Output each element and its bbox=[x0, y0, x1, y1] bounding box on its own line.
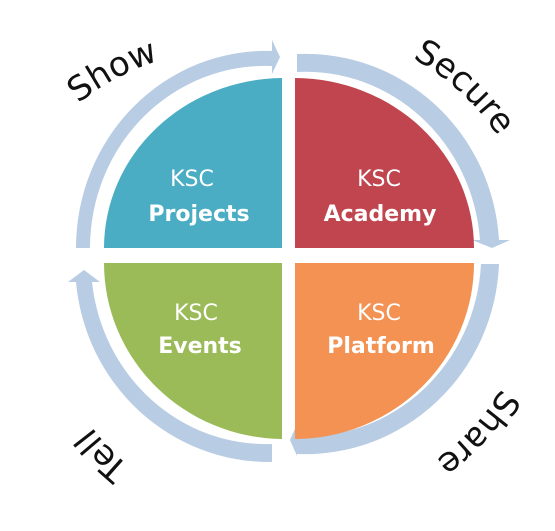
quadrants bbox=[103, 78, 474, 439]
arrow-secure-to-share bbox=[297, 53, 510, 249]
academy-label-line2: Academy bbox=[324, 202, 437, 227]
cycle-arrows bbox=[68, 40, 510, 463]
quadrant-projects bbox=[103, 78, 282, 248]
label-secure-text: Secure bbox=[408, 31, 523, 141]
quadrant-platform bbox=[295, 263, 474, 439]
events-label-line2: Events bbox=[158, 334, 242, 359]
projects-label-line1: KSC bbox=[170, 167, 214, 192]
label-tell: Tell bbox=[67, 421, 136, 490]
label-share: Share bbox=[430, 383, 528, 484]
label-share-text: Share bbox=[430, 383, 528, 484]
quadrant-events bbox=[104, 263, 282, 439]
label-tell-text: Tell bbox=[67, 421, 136, 490]
academy-label-line1: KSC bbox=[357, 167, 401, 192]
platform-label-line1: KSC bbox=[357, 301, 401, 326]
quadrant-labels: KSC Projects KSC Academy KSC Platform KS… bbox=[148, 167, 436, 359]
events-label-line1: KSC bbox=[174, 301, 218, 326]
arrow-tell-to-show bbox=[68, 270, 272, 463]
label-secure: Secure bbox=[408, 31, 523, 141]
arrow-show-to-secure bbox=[75, 40, 281, 248]
platform-label-line2: Platform bbox=[327, 334, 435, 359]
quadrant-academy bbox=[295, 78, 474, 248]
projects-label-line2: Projects bbox=[148, 202, 249, 227]
cycle-labels: Show Secure Share Tell bbox=[60, 31, 528, 490]
